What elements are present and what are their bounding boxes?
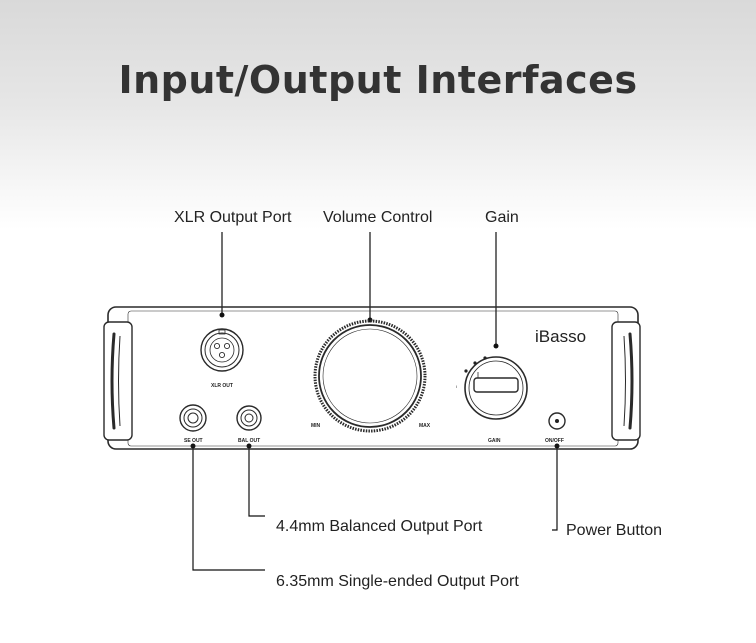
volume-knob-icon bbox=[313, 319, 427, 433]
leader-balanced bbox=[248, 446, 265, 517]
xlr-port-icon bbox=[200, 328, 244, 372]
left-handle-icon bbox=[103, 321, 133, 441]
brand-logo-text: iBasso bbox=[535, 327, 587, 346]
label-xlr-out: XLR OUT bbox=[211, 383, 233, 389]
leader-single-ended bbox=[192, 446, 265, 571]
callout-power-button: Power Button bbox=[566, 522, 663, 539]
label-min: MIN bbox=[311, 423, 321, 429]
dot-xlr bbox=[219, 312, 225, 318]
callout-xlr-output-port: XLR Output Port bbox=[174, 209, 292, 226]
leader-lines bbox=[192, 232, 558, 571]
label-se-out: SE OUT bbox=[184, 438, 203, 444]
label-bal-out: BAL OUT bbox=[238, 438, 261, 444]
header-banner bbox=[0, 0, 756, 230]
callout-balanced-output-port: 4.4mm Balanced Output Port bbox=[276, 518, 483, 535]
gain-switch-icon bbox=[464, 356, 528, 420]
bal-jack-icon bbox=[236, 405, 262, 431]
page-title: Input/Output Interfaces bbox=[118, 58, 638, 102]
callout-gain: Gain bbox=[485, 209, 519, 226]
gain-mark-low: I bbox=[456, 384, 457, 389]
right-handle-icon bbox=[611, 321, 641, 441]
power-button-icon bbox=[548, 412, 566, 430]
leader-power bbox=[552, 446, 558, 531]
callout-volume-control: Volume Control bbox=[323, 209, 433, 226]
label-on-off: ON/OFF bbox=[545, 438, 564, 444]
device-front-panel: I bbox=[103, 306, 641, 450]
label-gain: GAIN bbox=[488, 438, 501, 444]
callout-single-ended-output-port: 6.35mm Single-ended Output Port bbox=[276, 573, 519, 590]
se-jack-icon bbox=[179, 404, 207, 432]
label-max: MAX bbox=[419, 423, 431, 429]
dot-gain bbox=[493, 343, 499, 349]
gain-marks bbox=[464, 356, 487, 373]
